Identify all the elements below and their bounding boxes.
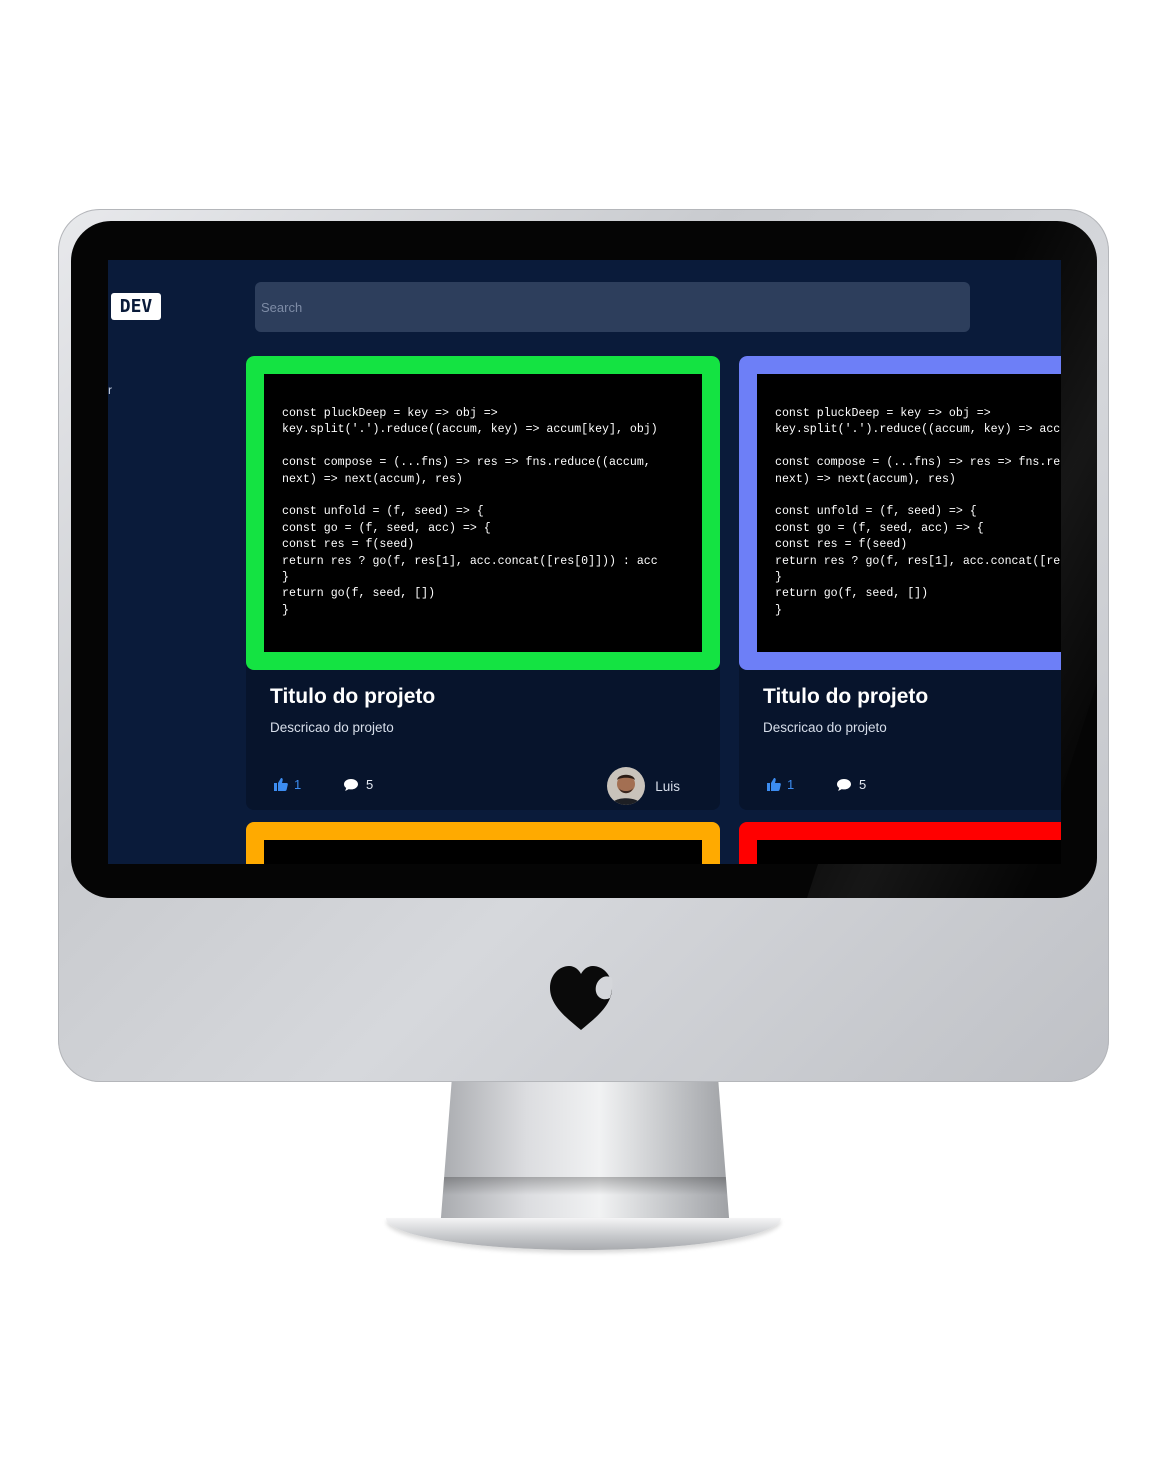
comment-count: 5 xyxy=(366,777,374,792)
code-preview xyxy=(264,840,702,864)
thumbs-up-icon xyxy=(767,778,781,791)
card-preview-frame[interactable]: const pluckDeep = key => obj => key.spli… xyxy=(246,356,720,670)
card-footer: 1 5 xyxy=(763,767,1061,807)
thumbs-up-icon xyxy=(274,778,288,791)
avatar[interactable] xyxy=(607,767,646,805)
like-button[interactable]: 1 xyxy=(767,777,794,792)
speech-bubble-icon xyxy=(837,778,851,791)
project-card[interactable]: const pluckDeep = key => obj => key.spli… xyxy=(739,356,1061,810)
author-info[interactable]: Luis xyxy=(607,767,680,805)
monitor-stand-base xyxy=(386,1218,781,1250)
card-footer: 1 5 Luis xyxy=(270,767,680,807)
monitor-stand-neck xyxy=(440,1082,730,1230)
like-count: 1 xyxy=(294,777,302,792)
card-title[interactable]: Titulo do projeto xyxy=(270,685,436,708)
code-preview: const pluckDeep = key => obj => key.spli… xyxy=(264,374,702,652)
app-screen: DEV r const pluckDeep = key => obj => ke… xyxy=(108,260,1061,864)
like-count: 1 xyxy=(787,777,795,792)
code-snippet: const pluckDeep = key => obj => key.spli… xyxy=(775,407,1061,617)
code-preview xyxy=(757,840,1061,864)
search-input[interactable] xyxy=(255,282,970,332)
heart-icon xyxy=(550,966,613,1030)
comment-button[interactable]: 5 xyxy=(344,777,373,792)
card-description: Descricao do projeto xyxy=(270,720,394,735)
card-preview-frame[interactable]: const pluckDeep = key => obj => key.spli… xyxy=(739,356,1061,670)
dev-logo[interactable]: DEV xyxy=(111,293,161,320)
comment-count: 5 xyxy=(859,777,867,792)
project-card-next-row[interactable] xyxy=(246,822,720,864)
code-preview: const pluckDeep = key => obj => key.spli… xyxy=(757,374,1061,652)
project-card[interactable]: const pluckDeep = key => obj => key.spli… xyxy=(246,356,720,810)
card-description: Descricao do projeto xyxy=(763,720,887,735)
like-button[interactable]: 1 xyxy=(274,777,301,792)
speech-bubble-icon xyxy=(344,778,358,791)
card-title[interactable]: Titulo do projeto xyxy=(763,685,929,708)
comment-button[interactable]: 5 xyxy=(837,777,866,792)
code-snippet: const pluckDeep = key => obj => key.spli… xyxy=(282,407,658,617)
author-name: Luis xyxy=(655,778,680,794)
sidebar-item-label[interactable]: r xyxy=(108,383,112,397)
project-card-next-row[interactable] xyxy=(739,822,1061,864)
